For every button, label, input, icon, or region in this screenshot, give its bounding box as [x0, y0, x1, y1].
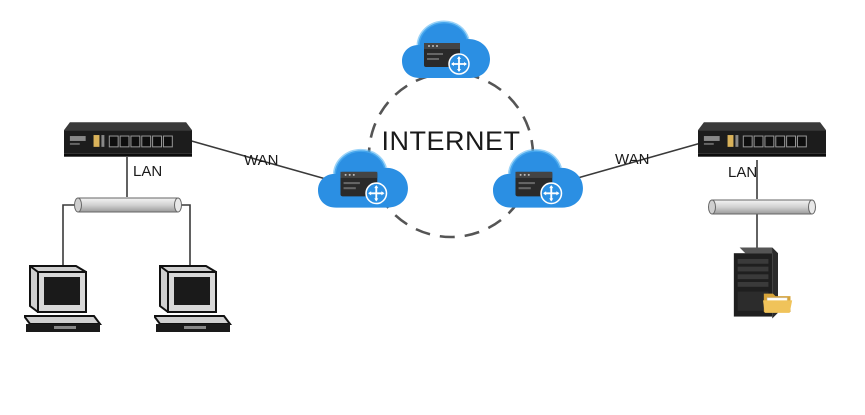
links [62, 139, 758, 272]
lan-bus-right [708, 199, 816, 215]
computer-icon [24, 265, 101, 333]
cloud-icon [493, 148, 585, 210]
wan-link-right [566, 142, 702, 182]
internet-label: INTERNET [382, 126, 521, 156]
lan-bus-left [74, 197, 182, 213]
folder-icon [763, 293, 793, 314]
computer-right [154, 265, 231, 333]
router-icon [698, 121, 826, 158]
router-left [64, 121, 192, 158]
router-right [698, 121, 826, 158]
lan-drop-left-pc1 [62, 204, 78, 272]
cloud-router-right [493, 148, 585, 210]
computer-icon [154, 265, 231, 333]
cloud-router-left [318, 148, 410, 210]
cloud-icon [402, 20, 492, 80]
lan-label-right: LAN [728, 164, 757, 181]
wan-link-left [187, 139, 334, 182]
file-server [733, 247, 793, 319]
computer-left [24, 265, 101, 333]
lan-bus-icon [708, 199, 816, 215]
lan-bus-icon [74, 197, 182, 213]
lan-drop-left-pc2 [178, 204, 191, 272]
cloud-router-top [402, 20, 492, 80]
lan-label-left: LAN [133, 163, 162, 180]
cloud-icon [318, 148, 410, 210]
wan-label-left: WAN [244, 152, 278, 169]
router-icon [64, 121, 192, 158]
wan-label-right: WAN [615, 151, 649, 168]
